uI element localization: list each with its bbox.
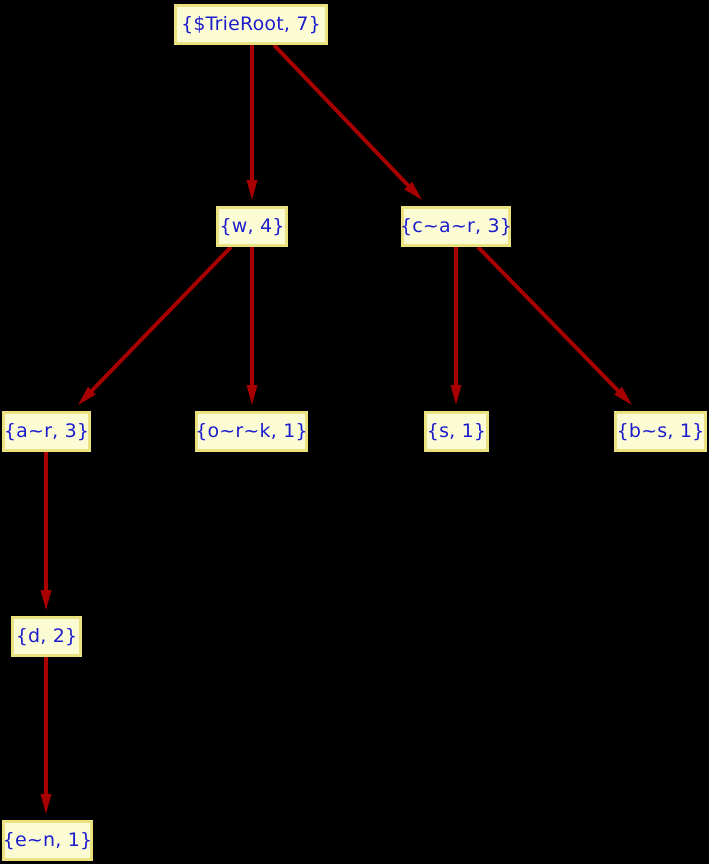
trie-node-label: {$TrieRoot, 7}: [181, 13, 321, 35]
trie-node-en[interactable]: {e~n, 1}: [2, 820, 93, 861]
arrowhead-w-to-ar: [78, 386, 96, 405]
arrowhead-root-to-car: [404, 181, 422, 200]
trie-node-bs[interactable]: {b~s, 1}: [614, 411, 707, 452]
trie-node-label: {w, 4}: [219, 215, 285, 237]
edge-root-to-car: [272, 43, 413, 190]
trie-node-d[interactable]: {d, 2}: [11, 616, 82, 657]
trie-node-label: {d, 2}: [15, 625, 78, 647]
trie-node-ar[interactable]: {a~r, 3}: [2, 411, 91, 452]
arrowhead-root-to-w: [246, 180, 258, 200]
trie-node-label: {e~n, 1}: [2, 829, 93, 851]
edge-w-to-ar: [87, 245, 233, 395]
arrowhead-ar-to-d: [40, 590, 52, 610]
trie-node-ork[interactable]: {o~r~k, 1}: [195, 411, 308, 452]
trie-node-label: {c~a~r, 3}: [399, 215, 513, 237]
arrowhead-w-to-ork: [246, 385, 258, 405]
trie-node-root[interactable]: {$TrieRoot, 7}: [174, 4, 328, 45]
trie-node-label: {b~s, 1}: [616, 420, 705, 442]
arrowhead-d-to-en: [40, 794, 52, 814]
edge-car-to-bs: [476, 245, 623, 395]
arrowhead-car-to-bs: [614, 386, 632, 405]
trie-node-car[interactable]: {c~a~r, 3}: [399, 206, 513, 247]
trie-node-label: {s, 1}: [426, 420, 487, 442]
trie-node-s[interactable]: {s, 1}: [424, 411, 489, 452]
arrowhead-car-to-s: [450, 385, 462, 405]
trie-node-w[interactable]: {w, 4}: [216, 206, 288, 247]
trie-node-label: {a~r, 3}: [3, 420, 90, 442]
trie-node-label: {o~r~k, 1}: [195, 420, 308, 442]
